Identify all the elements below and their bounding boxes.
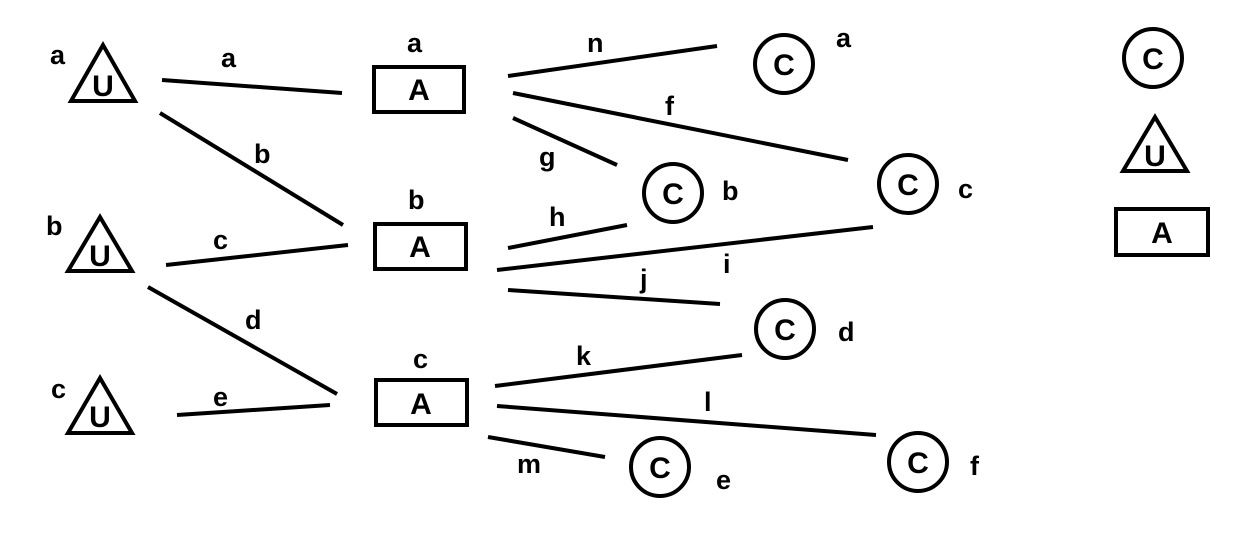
legend: C U A <box>1114 27 1210 257</box>
c-node-c: C c <box>877 153 973 215</box>
node-symbol: C <box>773 49 795 82</box>
edge-i <box>496 225 874 272</box>
legend-item-triangle: U <box>1119 113 1191 173</box>
edge-label-a: a <box>221 43 237 73</box>
node-symbol: C <box>649 452 671 485</box>
rectangle-icon <box>372 65 466 114</box>
edges <box>147 44 877 459</box>
edge-f <box>512 91 849 162</box>
rectangle-icon <box>373 222 468 271</box>
legend-item-circle: C <box>1122 27 1184 89</box>
edge-label-e: e <box>213 382 228 412</box>
node-label: c <box>51 374 66 404</box>
triangle-icon <box>1119 113 1191 173</box>
circle-icon <box>887 431 949 493</box>
edge-b <box>158 111 345 227</box>
legend-symbol: A <box>1151 217 1173 250</box>
node-symbol: U <box>89 240 111 273</box>
edge-label-l: l <box>704 387 712 417</box>
rectangle-icon <box>1114 207 1210 257</box>
a-node-a: A a <box>372 28 466 114</box>
edge-label-c: c <box>213 225 228 255</box>
a-node-b: A b <box>373 185 468 271</box>
edge-j <box>507 288 721 306</box>
node-label: a <box>836 23 852 53</box>
a-node-c: A c <box>374 344 469 427</box>
circle-icon <box>753 33 815 95</box>
node-label: f <box>970 451 980 481</box>
node-label: b <box>46 211 63 241</box>
edge-n <box>507 44 718 78</box>
u-node-c: U c <box>51 374 136 435</box>
triangle-icon <box>67 40 139 103</box>
circle-icon <box>754 298 816 360</box>
triangle-icon <box>64 374 136 435</box>
node-label: a <box>50 40 66 70</box>
legend-symbol: C <box>1142 43 1164 76</box>
u-node-b: U b <box>46 211 136 273</box>
node-symbol: C <box>662 178 684 211</box>
node-label: b <box>722 176 739 206</box>
node-label: b <box>408 185 425 215</box>
c-node-b: C b <box>642 162 739 224</box>
edge-label-g: g <box>539 142 556 172</box>
legend-item-rectangle: A <box>1114 207 1210 257</box>
circle-icon <box>877 153 939 215</box>
edge-d <box>147 285 338 396</box>
c-node-f: C f <box>887 431 980 493</box>
edge-label-b: b <box>254 139 271 169</box>
edge-label-m: m <box>517 449 541 479</box>
circle-icon <box>1122 27 1184 89</box>
edge-l <box>496 404 877 437</box>
node-symbol: A <box>409 231 431 264</box>
rectangle-icon <box>374 378 469 427</box>
edge-labels: a b c d e n f g h i j k l m <box>213 28 731 479</box>
node-label: d <box>838 317 855 347</box>
node-label: a <box>407 28 423 58</box>
circle-icon <box>642 162 704 224</box>
edge-k <box>494 353 743 388</box>
edge-label-i: i <box>723 249 731 279</box>
edge-e <box>176 403 331 417</box>
edge-label-k: k <box>576 341 592 371</box>
node-symbol: C <box>897 169 919 202</box>
edge-m <box>487 435 606 459</box>
edge-label-d: d <box>245 305 262 335</box>
c-node-d: C d <box>754 298 855 360</box>
node-label: c <box>958 174 973 204</box>
edge-label-n: n <box>587 28 604 58</box>
node-symbol: C <box>907 447 929 480</box>
edge-a <box>161 78 343 95</box>
edge-h <box>507 223 628 250</box>
edge-c <box>165 243 349 267</box>
u-node-a: U a <box>50 40 139 103</box>
edge-label-h: h <box>549 202 566 232</box>
node-symbol: U <box>89 401 111 434</box>
edge-label-f: f <box>665 91 675 121</box>
c-node-e: C e <box>629 436 731 498</box>
node-symbol: C <box>774 314 796 347</box>
circle-icon <box>629 436 691 498</box>
edge-g <box>512 116 618 167</box>
c-node-a: C a <box>753 23 852 95</box>
node-symbol: A <box>410 388 432 421</box>
triangle-icon <box>64 213 136 273</box>
legend-symbol: U <box>1144 140 1166 173</box>
node-label: e <box>716 465 731 495</box>
edge-label-j: j <box>639 264 648 294</box>
node-symbol: U <box>92 70 114 103</box>
node-symbol: A <box>408 74 430 107</box>
node-label: c <box>413 344 428 374</box>
